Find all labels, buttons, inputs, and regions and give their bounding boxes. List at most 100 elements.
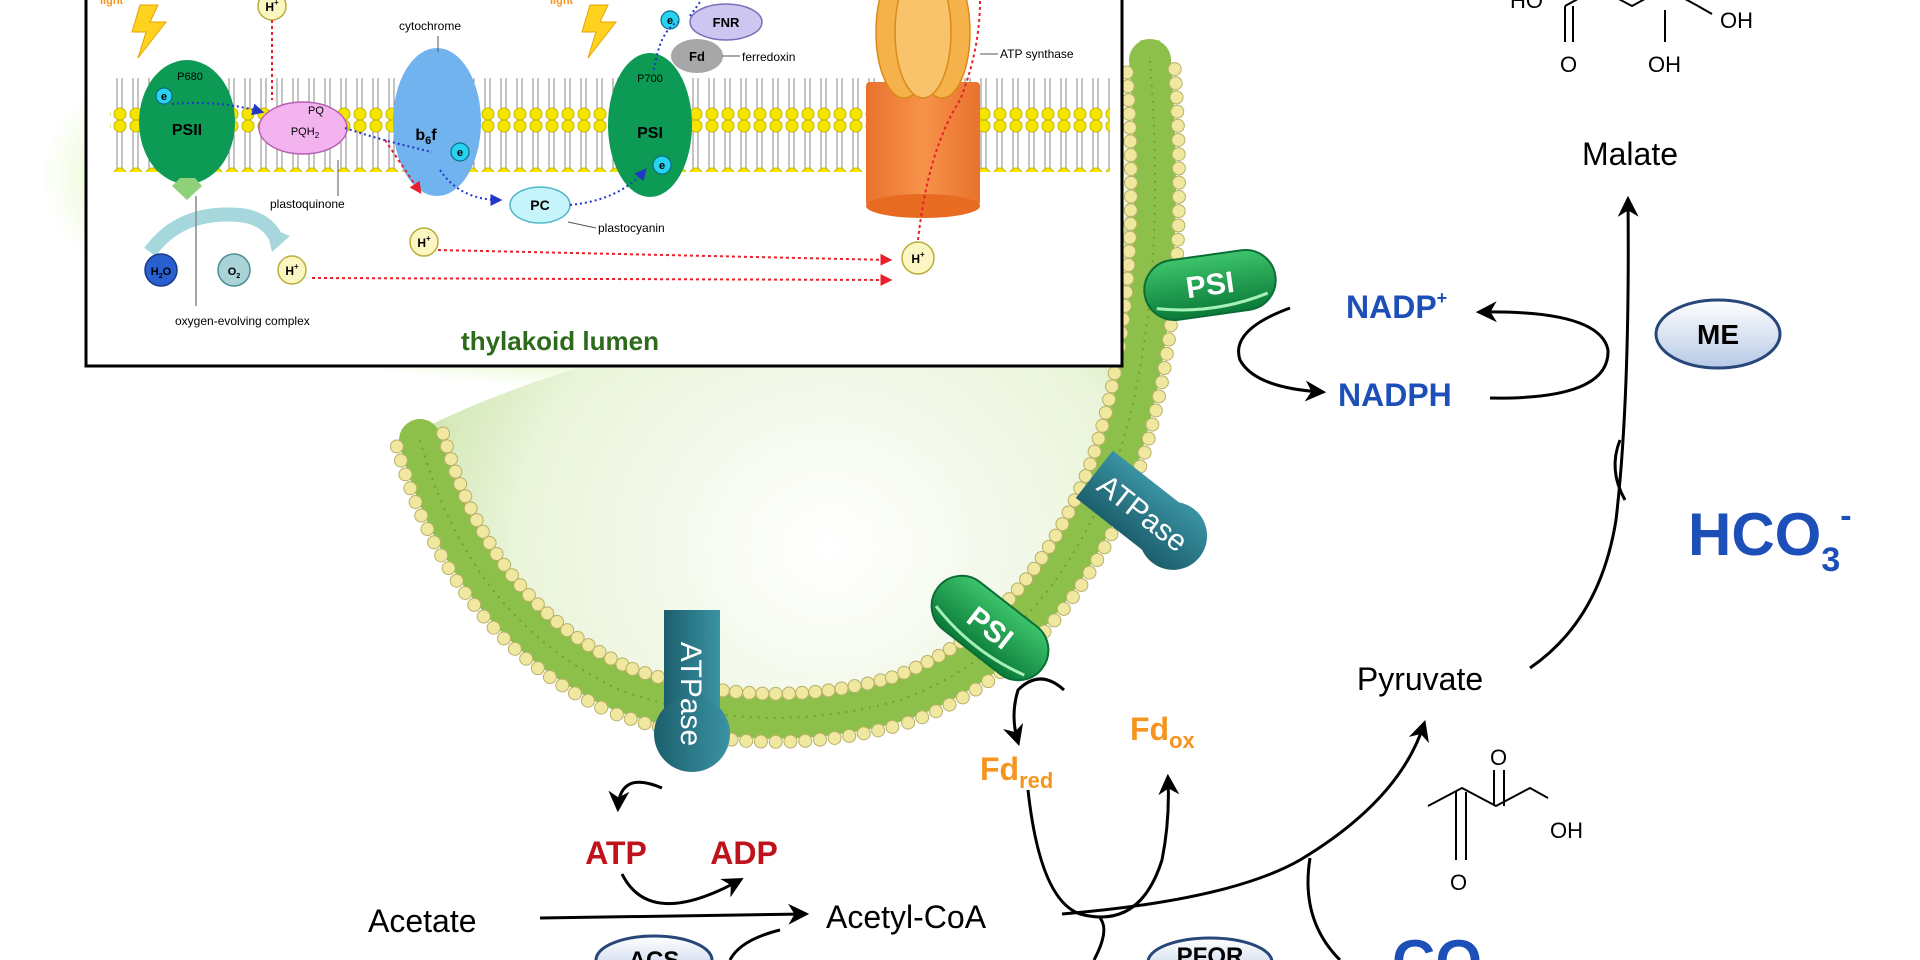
svg-text:ATPase: ATPase (674, 642, 707, 747)
lightning-icon: light (550, 0, 618, 59)
lipid-head (594, 700, 609, 715)
svg-text:ACS: ACS (629, 947, 680, 960)
lipid-head (1074, 577, 1089, 592)
lipid-head (408, 495, 423, 510)
lipid-head (389, 439, 404, 454)
p680-label: P680 (177, 71, 203, 83)
lipid-head (1065, 590, 1080, 605)
fd-red-arrow (1003, 677, 1066, 747)
lipid-head (1123, 203, 1138, 218)
lipid-head (609, 707, 624, 722)
lipid-head (1098, 405, 1113, 420)
proton-icon: H+ (901, 241, 935, 275)
co2-label: CO (1392, 928, 1482, 960)
lipid-head (1027, 561, 1042, 576)
lipid-head (625, 661, 640, 676)
lipid-head (1154, 375, 1169, 390)
psi-complex-inset: P700 PSI e (608, 53, 692, 197)
lipid-head (1171, 132, 1186, 147)
psi-bottom: PSI (930, 574, 1050, 682)
lipid-head (1170, 232, 1185, 247)
lipid-head (1169, 90, 1184, 105)
lipid-head (1167, 62, 1182, 77)
lipid-head (497, 557, 512, 572)
lipid-head (530, 661, 545, 676)
lipid-head (1082, 565, 1097, 580)
lipid-head (1095, 418, 1110, 433)
lipid-head (827, 730, 842, 745)
lipid-head (521, 588, 536, 603)
lipid-head (403, 481, 418, 496)
lipid-head (847, 679, 862, 694)
lipid-head (542, 670, 557, 685)
svg-text:H+: H+ (265, 0, 279, 14)
lipid-head (742, 685, 757, 700)
lipid-head (393, 453, 408, 468)
lipid-head (570, 630, 585, 645)
lipid-head (908, 660, 923, 675)
lipid-head (968, 682, 983, 697)
lipid-head (448, 464, 463, 479)
pfor-enzyme: PFOR (1146, 936, 1274, 960)
adp-label: ADP (710, 835, 778, 871)
lipid-head (783, 734, 798, 749)
nadp-cycle-arrow (1475, 301, 1610, 400)
svg-text:b6f: b6f (415, 127, 437, 147)
thylakoid-lumen-label: thylakoid lumen (461, 326, 659, 356)
proton-icon: H+ (409, 227, 439, 257)
lipid-head (443, 452, 458, 467)
lipid-head (1090, 553, 1105, 568)
psii-complex: P680 PSII e (139, 60, 235, 200)
svg-text:PQH2: PQH2 (291, 126, 320, 140)
lipid-head (920, 654, 935, 669)
svg-text:O2: O2 (228, 266, 241, 280)
lipid-head (414, 508, 429, 523)
lipid-head (842, 728, 857, 743)
lipid-head (497, 631, 512, 646)
lipid-head (739, 733, 754, 748)
lipid-head (808, 684, 823, 699)
lipid-head (915, 710, 930, 725)
svg-text:H2O: H2O (151, 266, 172, 280)
lipid-head (871, 723, 886, 738)
svg-text:H+: H+ (285, 262, 299, 278)
atpase-right: ATPase (1075, 450, 1208, 570)
lipid-head (1171, 204, 1186, 219)
lipid-head (1157, 360, 1172, 375)
svg-text:ME: ME (1697, 319, 1739, 350)
lipid-head (530, 597, 545, 612)
lipid-head (1107, 366, 1122, 381)
lipid-head (885, 719, 900, 734)
lipid-head (1122, 244, 1137, 259)
lipid-head (441, 561, 456, 576)
lipid-head (753, 734, 768, 749)
atp-arrow (608, 780, 663, 813)
lipid-head (623, 711, 638, 726)
lipid-head (519, 651, 534, 666)
lipid-head (821, 683, 836, 698)
svg-text:PQ: PQ (308, 105, 324, 117)
svg-text:H+: H+ (417, 234, 431, 250)
pyruvate-to-malate-arrow (1529, 195, 1639, 670)
lipid-head (1170, 118, 1185, 133)
malate-structure (1564, 0, 1713, 42)
hco3-label: HCO3- (1688, 497, 1852, 579)
lipid-head (1048, 528, 1063, 543)
pyruvate-oh: OH (1550, 818, 1583, 843)
lipid-head (1171, 147, 1186, 162)
lightning-icon: light (100, 0, 168, 59)
fd-ox-arrow (1026, 773, 1180, 919)
plastocyanin: PC plastocyanin (509, 186, 665, 235)
lipid-head (463, 501, 478, 516)
lipid-head (1091, 431, 1106, 446)
lipid-head (1097, 540, 1112, 555)
lipid-head (1105, 379, 1120, 394)
svg-text:PSI: PSI (1184, 266, 1236, 305)
lipid-head (798, 733, 813, 748)
water-splitting: H2O O2 oxygen-evolving complex (144, 196, 310, 328)
lipid-head (1047, 613, 1062, 628)
lipid-head (592, 645, 607, 660)
lipid-head (449, 573, 464, 588)
svg-text:e: e (457, 147, 463, 159)
lipid-head (1171, 189, 1186, 204)
